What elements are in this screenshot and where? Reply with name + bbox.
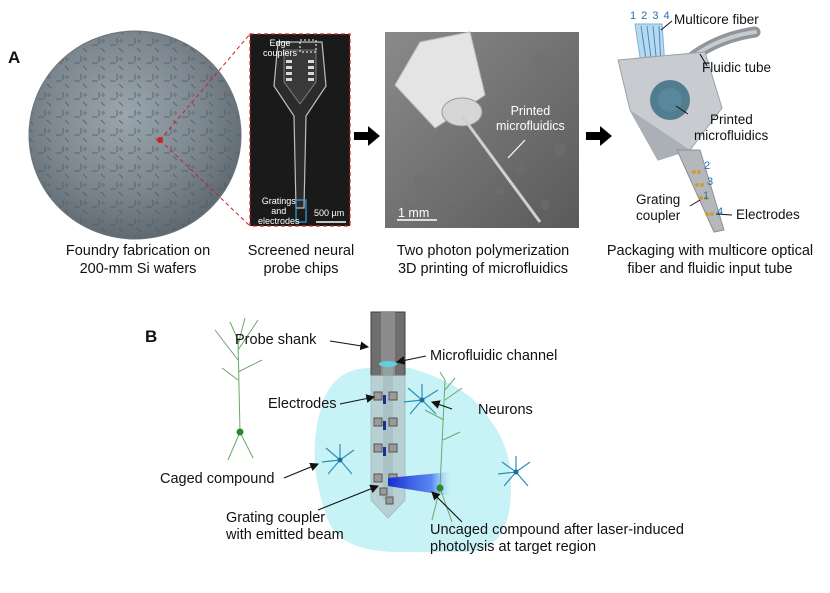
wafer-image: [28, 30, 242, 240]
edge-coupler-box: [299, 39, 317, 53]
label-uncaged-line-1: Uncaged compound after laser-induced: [430, 522, 684, 538]
label-neurons: Neurons: [478, 402, 533, 418]
arrow-1: [354, 126, 380, 146]
label-uncaged-compound: Uncaged compound after laser-induced pho…: [430, 522, 684, 556]
emitted-beam: [388, 472, 450, 496]
caption-packaging-line-1: Packaging with multicore optical: [606, 243, 814, 259]
label-package-electrodes: Electrodes: [736, 207, 800, 222]
caption-chip: Screened neural probe chips: [236, 242, 366, 278]
label-shank-number-2: 2: [704, 160, 711, 172]
electrodes: [373, 391, 398, 505]
flow-arrows: [354, 126, 612, 146]
caption-packaging-line-2: fiber and fluidic input tube: [627, 261, 793, 277]
label-edge-couplers-line-1: Edge: [269, 38, 291, 48]
label-gratings-electrodes: Gratings and electrodes: [258, 196, 300, 226]
label-grating-line-1: Grating: [636, 192, 681, 207]
label-edge-couplers-line-2: couplers: [263, 48, 298, 58]
arrow-2: [586, 126, 612, 146]
label-grating-line-2: coupler: [636, 208, 681, 223]
label-sem-printed-line-1: Printed: [510, 104, 551, 118]
label-sem-printed: Printed microfluidics: [496, 104, 565, 134]
caption-printing-line-1: Two photon polymerization: [396, 243, 570, 259]
panel-b-graphic: [214, 311, 531, 552]
label-probe-shank: Probe shank: [235, 332, 317, 348]
caption-chip-line-2: probe chips: [263, 261, 339, 277]
label-sem-printed-line-2: microfluidics: [496, 119, 565, 133]
label-microfluidic-channel: Microfluidic channel: [430, 348, 558, 364]
label-gratings-line-3: electrodes: [258, 216, 300, 226]
label-chip-scale: 500 µm: [314, 208, 345, 218]
label-shank-number-1: 1: [703, 190, 710, 202]
label-sem-scale: 1 mm: [398, 206, 430, 220]
caged-compound-region: [314, 368, 512, 552]
channel-outlet: [379, 361, 397, 367]
label-edge-couplers: Edge couplers: [263, 38, 297, 58]
sem-image: [385, 31, 579, 228]
chip-image: [249, 33, 351, 227]
caption-printing: Two photon polymerization 3D printing of…: [376, 242, 590, 278]
neuron-right: [424, 371, 463, 523]
label-package-printed: Printed microfluidics: [694, 112, 768, 144]
label-uncaged-line-2: photolysis at target region: [430, 539, 597, 555]
label-shank-number-3: 3: [707, 176, 714, 188]
label-gratings-line-2: and: [271, 206, 287, 216]
label-shank-number-4: 4: [717, 206, 724, 218]
caption-wafer-line-1: Foundry fabrication on: [65, 243, 211, 259]
label-gratings-line-1: Gratings: [261, 196, 296, 206]
neuron-left: [214, 317, 263, 461]
caption-wafer: Foundry fabrication on 200-mm Si wafers: [40, 242, 236, 278]
panel-b-leaders: [283, 340, 463, 523]
label-grating-emitted-line-1: Grating coupler: [226, 510, 326, 526]
label-multicore-fiber: Multicore fiber: [674, 12, 759, 27]
label-package-printed-line-2: microfluidics: [694, 128, 769, 143]
gratings-box: [295, 199, 307, 223]
caption-chip-line-1: Screened neural: [247, 243, 355, 259]
label-package-printed-line-1: Printed: [710, 112, 753, 127]
package-leaders: [660, 20, 733, 216]
label-grating-emitted-line-2: with emitted beam: [226, 527, 344, 543]
panel-b-letter: B: [145, 327, 158, 346]
label-fiber-numbers: 1 2 3 4: [630, 10, 671, 22]
label-electrodes: Electrodes: [268, 396, 337, 412]
neuron-star-2: [321, 444, 355, 475]
label-grating-coupler: Grating coupler: [636, 192, 680, 224]
neuron-star-3: [497, 456, 531, 487]
caption-packaging: Packaging with multicore optical fiber a…: [594, 242, 826, 278]
caption-wafer-line-2: 200-mm Si wafers: [79, 261, 197, 277]
panel-a-letter: A: [8, 48, 21, 67]
neuron-star-1: [403, 384, 439, 415]
label-caged-compound: Caged compound: [160, 471, 275, 487]
caption-printing-line-2: 3D printing of microfluidics: [397, 261, 569, 277]
label-fluidic-tube: Fluidic tube: [702, 60, 772, 75]
label-grating-emitted-beam: Grating coupler with emitted beam: [226, 510, 344, 544]
package-render: [617, 23, 761, 233]
zoom-lines: [159, 33, 251, 227]
